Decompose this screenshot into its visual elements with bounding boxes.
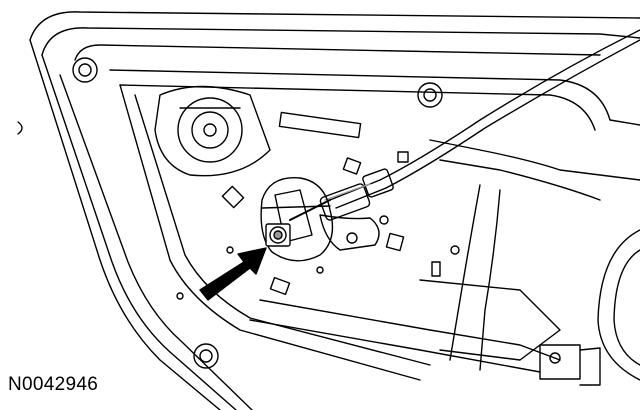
mounting-bolt-top-right (417, 82, 443, 108)
panel-holes (176, 111, 460, 300)
latch-bracket (539, 344, 601, 386)
retaining-screw (265, 223, 291, 247)
door-frame-outline (17, 11, 640, 410)
handle-assembly (260, 176, 389, 262)
cable-connector (319, 168, 394, 221)
speaker-opening (597, 229, 640, 381)
regulator-track (419, 139, 640, 371)
mounting-bolt-top-left (72, 57, 98, 83)
figure-reference-code: N0042946 (8, 374, 99, 395)
inner-panel-rim (109, 69, 640, 381)
control-cable (329, 29, 640, 209)
speaker-mount-bolt (154, 85, 271, 177)
mounting-bolt-bottom-left (193, 343, 219, 369)
pointer-arrow-icon (199, 247, 267, 301)
